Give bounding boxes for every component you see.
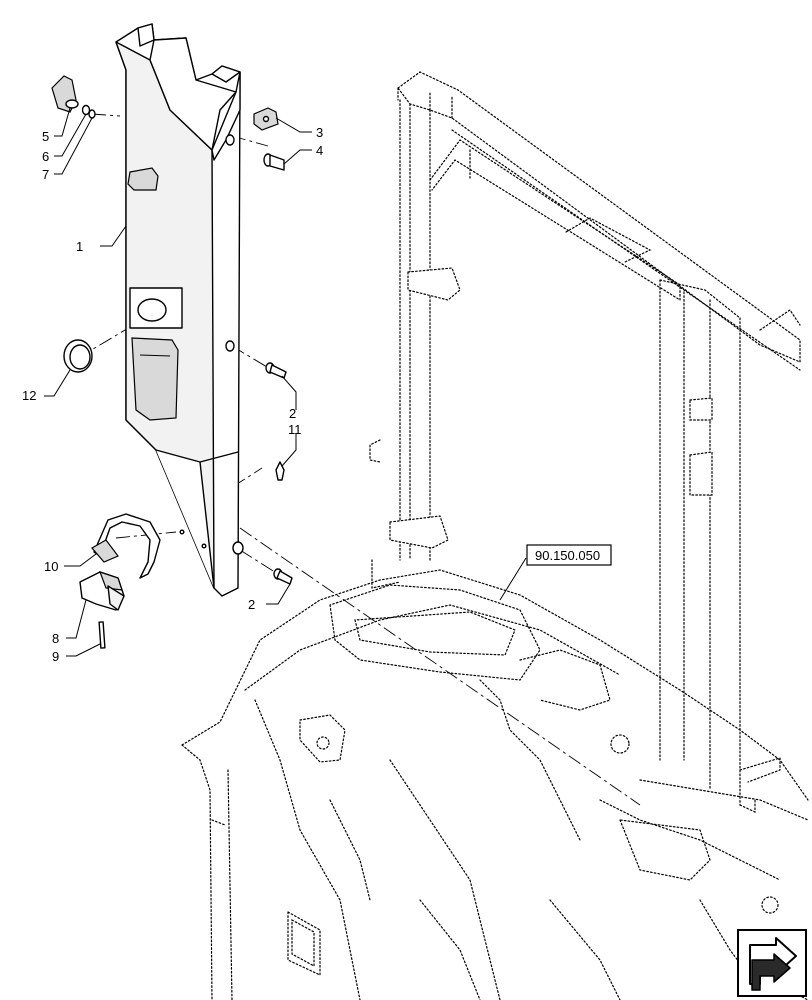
callout-8: 8 (52, 631, 59, 646)
reference-label: 90.150.050 (535, 548, 600, 563)
knob-assembly (51, 75, 96, 119)
pillar-trim-panel (115, 23, 244, 597)
screw-upper (265, 362, 287, 379)
screw-lower (273, 568, 293, 585)
callout-1: 1 (76, 239, 83, 254)
reference-box[interactable]: 90.150.050 (526, 544, 612, 566)
plug-grommet (63, 339, 93, 373)
callout-5: 5 (42, 129, 49, 144)
next-page-arrow-icon[interactable] (737, 929, 807, 997)
cab-floor-phantom (181, 569, 809, 1000)
callout-2-upper: 2 (289, 406, 296, 421)
callout-7: 7 (42, 167, 49, 182)
callout-labels: 1 2 2 3 4 5 6 7 8 9 10 11 12 (22, 125, 323, 664)
leader-lines (44, 107, 527, 657)
callout-4: 4 (316, 143, 323, 158)
latch-pin (98, 621, 106, 649)
callout-6: 6 (42, 149, 49, 164)
callout-10: 10 (44, 559, 58, 574)
push-fastener (263, 153, 285, 171)
callout-9: 9 (52, 649, 59, 664)
clip-nut (253, 107, 279, 131)
screw-small (275, 461, 285, 481)
cab-frame-phantom (369, 71, 801, 813)
latch-body (79, 571, 125, 611)
callout-3: 3 (316, 125, 323, 140)
callout-12: 12 (22, 388, 36, 403)
callout-11: 11 (288, 422, 302, 437)
callout-2-lower: 2 (248, 597, 255, 612)
strap-loop (91, 513, 161, 579)
